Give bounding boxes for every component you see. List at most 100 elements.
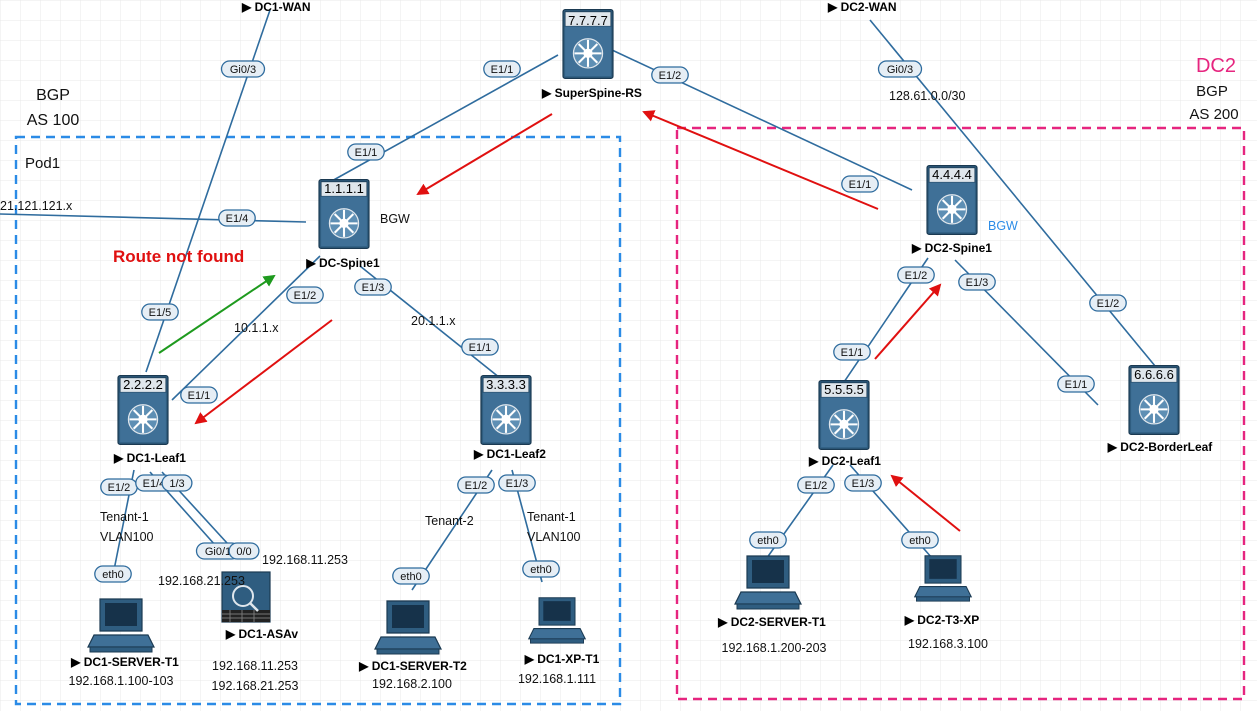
interface-pill-sp1-e11: E1/1 — [347, 143, 385, 161]
node-dc2-t3-xp[interactable]: ▶ DC2-T3-XP 192.168.3.100 — [904, 555, 988, 651]
interface-label: E1/4 — [143, 478, 166, 490]
interface-pill-l1-e13: 1/3 — [161, 474, 193, 492]
node-label: ▶ DC-Spine1 — [305, 256, 380, 270]
node-ip: 192.168.11.253 — [212, 659, 298, 673]
interface-label: E1/3 — [852, 478, 875, 490]
interface-label: E1/2 — [108, 482, 131, 494]
node-label: ▶ DC2-Spine1 — [911, 241, 992, 255]
node-dc1-server-t2[interactable]: ▶ DC1-SERVER-T2 192.168.2.100 — [358, 600, 467, 691]
node-dc2-spine1[interactable]: 4.4.4.4 ▶ DC2-Spine1 — [911, 164, 992, 255]
subnet-10-label: 10.1.1.x — [234, 321, 279, 335]
node-dc1-asav[interactable]: ▶ DC1-ASAv 192.168.11.253 192.168.21.253 — [212, 571, 299, 693]
interface-pill-dc2l1-e12: E1/2 — [797, 476, 835, 494]
dc2-wan-label: ▶ DC2-WAN — [827, 0, 897, 14]
node-id: 2.2.2.2 — [123, 377, 163, 392]
node-id: 3.3.3.3 — [486, 377, 526, 392]
node-superspine[interactable]: 7.7.7.7 ▶ SuperSpine-RS — [541, 8, 642, 100]
interface-label: E1/1 — [469, 342, 492, 354]
interface-label: E1/4 — [226, 213, 249, 225]
node-label: ▶ DC1-SERVER-T1 — [70, 655, 179, 669]
interface-label: E1/2 — [905, 270, 928, 282]
node-dc1-server-t1[interactable]: ▶ DC1-SERVER-T1 192.168.1.100-103 — [69, 598, 180, 688]
pod1-label: Pod1 — [25, 155, 60, 172]
interface-pill-dc2srv-eth0: eth0 — [749, 531, 787, 549]
interface-label: E1/3 — [966, 277, 989, 289]
asav-ip-top: 192.168.11.253 — [262, 553, 348, 567]
subnet-128-label: 128.61.0.0/30 — [889, 89, 966, 103]
node-dc2-leaf1[interactable]: 5.5.5.5 ▶ DC2-Leaf1 — [808, 379, 881, 468]
arrow-superspine-to-spine1 — [416, 113, 553, 196]
magnifier-icon — [232, 585, 254, 607]
node-dc1-xp-t1[interactable]: ▶ DC1-XP-T1 192.168.1.111 — [518, 597, 600, 686]
interface-label: E1/3 — [362, 282, 385, 294]
interface-label: E1/1 — [849, 179, 872, 191]
subnet-121-label: 21.121.121.x — [0, 199, 73, 213]
interface-pill-ss-e12: E1/2 — [651, 66, 689, 84]
interface-pill-bl-e11: E1/1 — [1057, 375, 1095, 393]
node-ip: 192.168.21.253 — [212, 679, 299, 693]
interface-label: E1/2 — [659, 70, 682, 82]
interface-pill-sp1-e14: E1/4 — [218, 209, 256, 227]
interface-pill-dc2l1-e11: E1/1 — [833, 343, 871, 361]
node-ip: 192.168.1.200-203 — [722, 641, 827, 655]
interface-pill-asa-gi00: 0/0 — [228, 542, 260, 560]
arrow-xp-to-dc2leaf1 — [890, 474, 961, 532]
node-label: ▶ DC2-T3-XP — [904, 613, 980, 627]
interface-label: eth0 — [909, 535, 930, 547]
node-label: ▶ DC2-Leaf1 — [808, 454, 881, 468]
interface-pill-sp1-e13: E1/3 — [354, 278, 392, 296]
node-label: ▶ DC1-Leaf2 — [473, 447, 546, 461]
interface-pill-l1-e15: E1/5 — [141, 303, 179, 321]
interface-label: Gi0/3 — [887, 64, 913, 76]
node-label: ▶ DC2-BorderLeaf — [1107, 440, 1214, 454]
link-dc2wan-borderleaf — [869, 19, 1161, 373]
node-ip: 192.168.1.100-103 — [69, 674, 174, 688]
interface-label: E1/1 — [491, 64, 514, 76]
interface-pill-xp-eth0: eth0 — [522, 560, 560, 578]
interface-pill-sp1-e12: E1/2 — [286, 286, 324, 304]
arrow-leaf1-to-spine1-green — [158, 274, 276, 354]
interface-label: Gi0/1 — [205, 546, 231, 558]
interface-label: E1/5 — [149, 307, 172, 319]
subnet-20-label: 20.1.1.x — [411, 314, 456, 328]
interface-pill-dc2sp-e12: E1/2 — [897, 266, 935, 284]
arrow-dc2leaf1-to-dc2spine — [874, 283, 942, 360]
interface-label: E1/1 — [355, 147, 378, 159]
interface-label: E1/3 — [506, 478, 529, 490]
interface-pill-bl-e12: E1/2 — [1089, 294, 1127, 312]
node-id: 1.1.1.1 — [324, 181, 364, 196]
interface-label: 1/3 — [169, 478, 184, 490]
node-dc2-server-t1[interactable]: ▶ DC2-SERVER-T1 192.168.1.200-203 — [717, 555, 827, 655]
dc1-as-label: AS 100 — [27, 112, 80, 129]
link-spine1-leaf1 — [171, 255, 321, 401]
interface-label: E1/2 — [805, 480, 828, 492]
interface-label: E1/1 — [188, 390, 211, 402]
arrow-dc2spine-to-superspine — [642, 110, 879, 210]
tenant1-label-b: Tenant-1 — [527, 510, 576, 524]
interface-pill-l1-e12: E1/2 — [100, 478, 138, 496]
tenant1-label: Tenant-1 — [100, 510, 149, 524]
interface-pill-l2-e12: E1/2 — [457, 476, 495, 494]
node-dc2-borderleaf[interactable]: 6.6.6.6 ▶ DC2-BorderLeaf — [1107, 364, 1214, 454]
node-id: 4.4.4.4 — [932, 167, 972, 182]
node-dc1-leaf1[interactable]: 2.2.2.2 ▶ DC1-Leaf1 — [113, 374, 186, 465]
node-label: ▶ DC2-SERVER-T1 — [717, 615, 826, 629]
interface-label: eth0 — [102, 569, 123, 581]
node-label: ▶ DC1-XP-T1 — [524, 652, 600, 666]
node-label: ▶ DC1-Leaf1 — [113, 451, 186, 465]
interface-pill-gi03-a: Gi0/3 — [220, 60, 266, 78]
interface-label: E1/2 — [465, 480, 488, 492]
node-dc-spine1[interactable]: 1.1.1.1 ▶ DC-Spine1 — [305, 178, 380, 270]
route-not-found-annotation: Route not found — [113, 247, 244, 266]
node-id: 7.7.7.7 — [568, 13, 608, 28]
node-label: ▶ DC1-SERVER-T2 — [358, 659, 467, 673]
tenant2-label: Tenant-2 — [425, 514, 474, 528]
node-dc1-leaf2[interactable]: 3.3.3.3 ▶ DC1-Leaf2 — [473, 374, 546, 461]
bgw-dc1-label: BGW — [380, 212, 410, 226]
node-ip: 192.168.2.100 — [372, 677, 452, 691]
dc1-wan-label: ▶ DC1-WAN — [241, 0, 311, 14]
interface-label: eth0 — [530, 564, 551, 576]
